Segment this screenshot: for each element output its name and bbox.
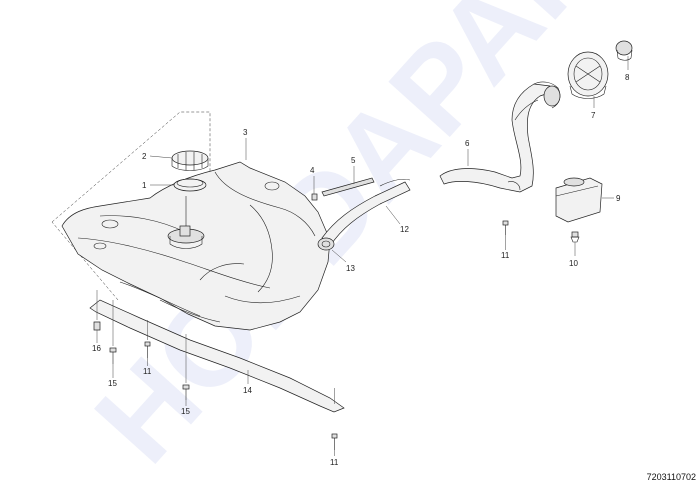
part-5-tube <box>321 177 375 197</box>
part-9-filler-housing <box>555 177 603 223</box>
callout-3: 3 <box>243 128 248 137</box>
callout-9: 9 <box>616 194 621 203</box>
nut-part-10 <box>570 231 580 243</box>
callout-14: 14 <box>243 386 252 395</box>
bolt-part-11-b <box>144 341 151 358</box>
part-14-tank-strap <box>89 299 345 413</box>
callout-8: 8 <box>625 73 630 82</box>
part-8-cap-knob <box>615 40 633 61</box>
callout-13: 13 <box>346 264 355 273</box>
part-2-lock-ring <box>171 150 209 171</box>
callout-10: 10 <box>569 259 578 268</box>
callout-1: 1 <box>142 181 147 190</box>
callout-15-a: 15 <box>108 379 117 388</box>
fuel-pump-assembly <box>167 196 205 249</box>
fuel-tank <box>61 161 331 331</box>
callout-11-c: 11 <box>330 458 339 467</box>
callout-16: 16 <box>92 344 101 353</box>
callout-7: 7 <box>591 111 596 120</box>
nut-part-16 <box>93 321 101 331</box>
bolt-part-15-a <box>109 347 117 364</box>
bolt-part-15-b <box>182 384 190 400</box>
callout-6: 6 <box>465 139 470 148</box>
part-13-hose-clamp <box>317 237 335 251</box>
part-1-seal-ring <box>173 178 207 192</box>
diagram-code: 7203110702 <box>646 472 696 482</box>
callout-12: 12 <box>400 225 409 234</box>
bolt-part-11-c <box>331 433 338 450</box>
callout-11-b: 11 <box>143 367 152 376</box>
callout-2: 2 <box>142 152 147 161</box>
callout-5: 5 <box>351 156 356 165</box>
bolt-part-11-a <box>502 220 509 235</box>
callout-11-a: 11 <box>501 251 510 260</box>
clip-part-4 <box>311 193 318 201</box>
part-7-fuel-cap <box>567 51 609 99</box>
callout-4: 4 <box>310 166 315 175</box>
part-12-filler-hose <box>321 178 411 247</box>
tank-reference-outline <box>51 111 211 301</box>
callout-15-b: 15 <box>181 407 190 416</box>
part-6-filler-pipe <box>439 81 561 193</box>
leader-lines <box>96 56 629 456</box>
